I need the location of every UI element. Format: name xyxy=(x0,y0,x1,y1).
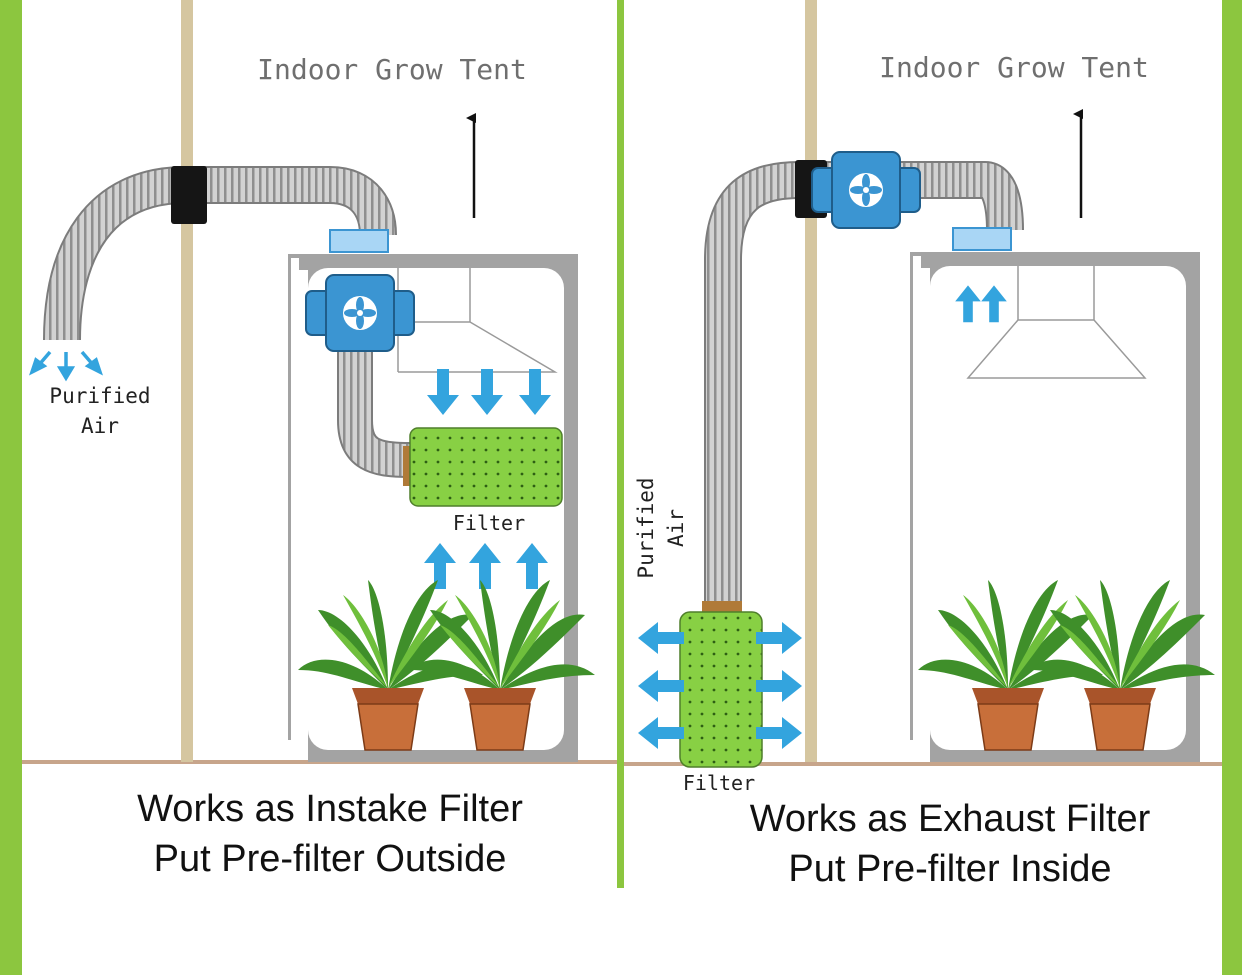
left-caption-line2: Put Pre-filter Outside xyxy=(153,838,507,880)
airflow-arrow-icon xyxy=(756,622,802,654)
left-filter-label: Filter xyxy=(453,511,525,535)
left-caption: Works as Instake Filter Put Pre-filter O… xyxy=(60,784,600,884)
left-roof-port xyxy=(329,229,389,253)
panel-divider xyxy=(617,0,624,888)
left-wall-clamp xyxy=(171,166,207,224)
left-caption-line1: Works as Instake Filter xyxy=(137,788,523,830)
right-roof-port xyxy=(952,227,1012,251)
right-caption-line2: Put Pre-filter Inside xyxy=(788,848,1112,890)
airflow-arrow-icon xyxy=(756,717,802,749)
frame-right-border xyxy=(1222,0,1242,975)
right-tent-door xyxy=(913,256,921,744)
right-wall-pole xyxy=(805,0,817,762)
right-panel: Indoor Grow Tent Purified Air Filter xyxy=(634,0,1216,795)
left-tent-door xyxy=(291,258,299,744)
left-wall-pole xyxy=(181,0,193,762)
airflow-arrow-icon xyxy=(638,717,684,749)
right-filter-label: Filter xyxy=(683,771,755,795)
left-airflow-up-arrows xyxy=(424,543,548,589)
left-panel: Indoor Grow Tent Purified Air Filter xyxy=(29,0,596,762)
left-outside-duct xyxy=(45,168,395,341)
left-carbon-filter xyxy=(409,427,563,507)
frame-left-border xyxy=(0,0,22,975)
right-carbon-filter xyxy=(679,611,763,768)
right-outlet-label-line1: Purified xyxy=(634,477,658,578)
right-caption: Works as Exhaust Filter Put Pre-filter I… xyxy=(660,794,1240,894)
right-caption-line1: Works as Exhaust Filter xyxy=(749,798,1151,840)
right-grow-lamp xyxy=(966,266,1147,379)
airflow-arrow-icon xyxy=(638,622,684,654)
right-tent-interior xyxy=(930,266,1186,750)
right-outlet-label-line2: Air xyxy=(664,509,688,547)
left-outlet-label-line2: Air xyxy=(81,414,119,438)
left-airflow-down-arrows xyxy=(427,369,551,415)
right-duct xyxy=(706,163,1022,605)
right-tent-label: Indoor Grow Tent xyxy=(879,51,1149,84)
left-tent-label: Indoor Grow Tent xyxy=(257,53,527,86)
left-outlet-arrows xyxy=(29,350,103,382)
airflow-arrow-icon xyxy=(638,670,684,702)
left-outlet-label-line1: Purified xyxy=(49,384,150,408)
left-inside-duct xyxy=(339,345,411,476)
right-floor xyxy=(624,762,1222,766)
airflow-arrow-icon xyxy=(756,670,802,702)
